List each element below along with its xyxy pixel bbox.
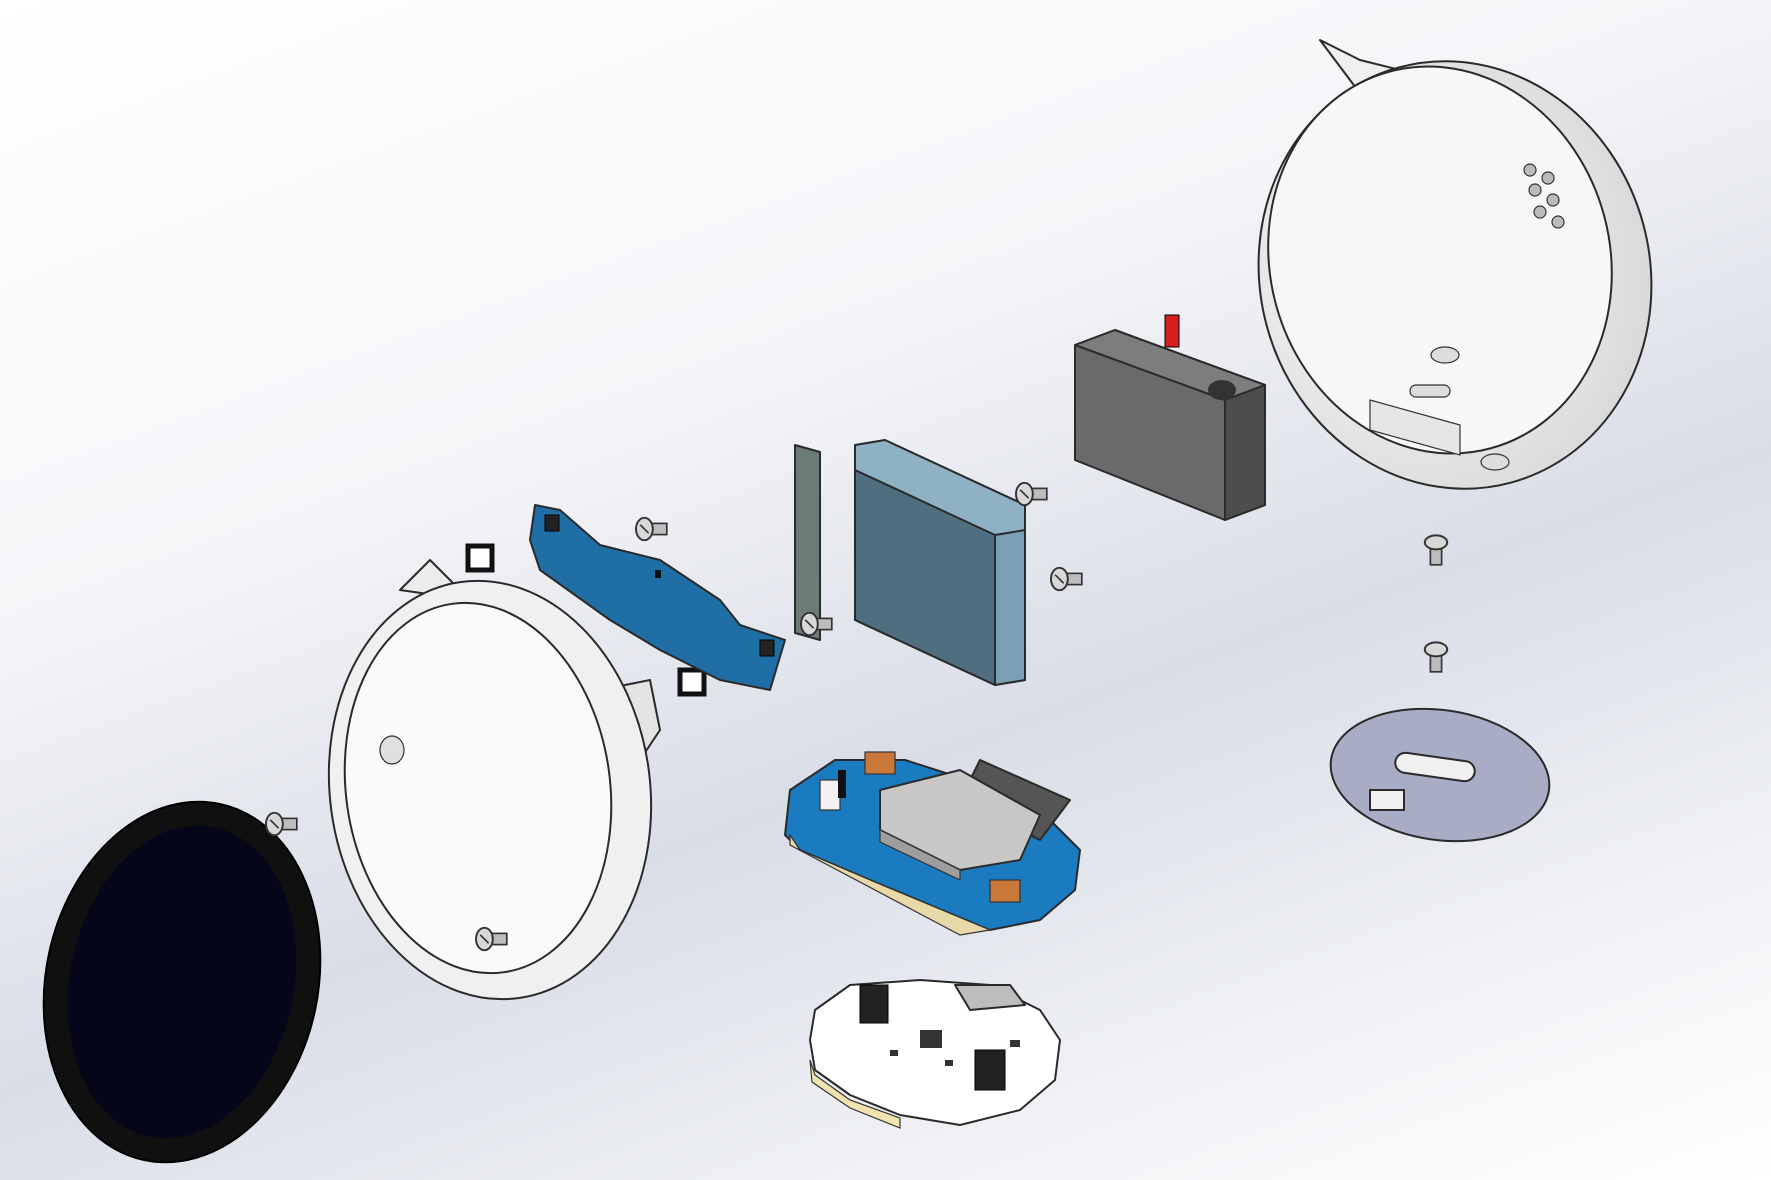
- gasket-icon: [465, 543, 707, 697]
- vent-holes-icon: [1523, 163, 1565, 229]
- wifi-module-board-icon: [784, 751, 1081, 936]
- usb-board-icon: [809, 979, 1061, 1129]
- plate-icon: [794, 444, 821, 641]
- servo-icon: [1074, 314, 1266, 521]
- sensor-board-icon: [529, 504, 786, 691]
- rear-shell-icon: [1257, 39, 1653, 490]
- base-disc-icon: [1329, 707, 1551, 843]
- battery-icon: [854, 439, 1026, 686]
- round-display-icon: [42, 800, 322, 1164]
- bezel-ring-icon: [327, 559, 661, 1001]
